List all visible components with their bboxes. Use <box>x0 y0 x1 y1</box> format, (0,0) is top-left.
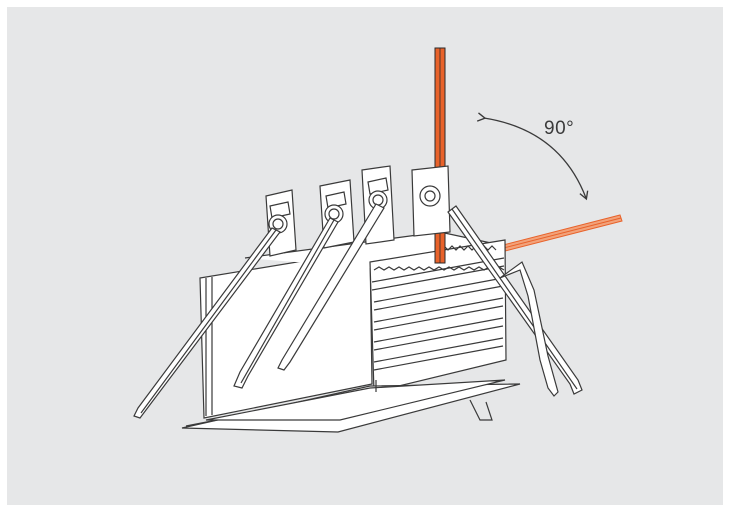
angle-label: 90° <box>544 118 575 139</box>
rotation-arc-icon <box>476 112 589 201</box>
spring-arms <box>133 203 583 419</box>
